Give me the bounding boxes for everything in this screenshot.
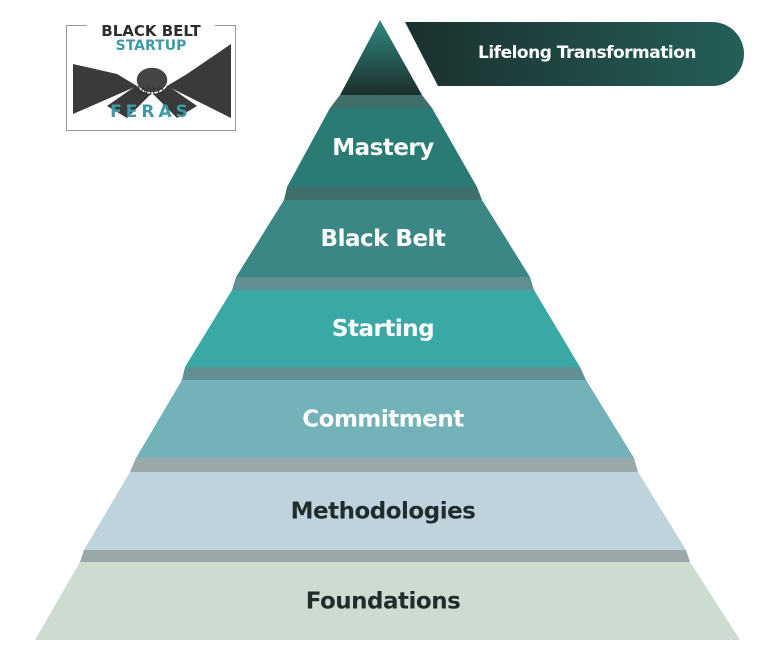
pyramid-layer-commitment	[136, 380, 634, 458]
layer-label: Methodologies	[291, 499, 476, 525]
lifelong-transformation-banner	[405, 22, 744, 86]
logo-title-line4: FERAS	[110, 102, 192, 122]
banner-label: Lifelong Transformation	[478, 43, 696, 63]
logo-title-line2: STARTUP	[115, 38, 187, 54]
layer-label: Mastery	[332, 135, 434, 161]
layer-shadow	[130, 458, 638, 472]
layer-label: Commitment	[302, 407, 464, 433]
pyramid-layer-foundations	[35, 562, 740, 640]
pyramid-layer-mastery	[287, 108, 477, 187]
layer-label: Starting	[332, 316, 434, 342]
layer-label: Foundations	[306, 589, 461, 615]
pyramid-layer-black-belt	[236, 200, 530, 277]
pyramid-apex	[340, 20, 422, 95]
layer-shadow	[330, 95, 432, 108]
logo-title-line3: With	[137, 84, 165, 98]
layer-shadow	[80, 550, 690, 562]
black-belt-startup-logo: BLACK BELT STARTUP With FERAS	[66, 22, 236, 131]
belt-knot-icon	[73, 44, 231, 118]
layer-shadow	[182, 367, 586, 380]
logo-title-line1: BLACK BELT	[87, 22, 215, 40]
pyramid-layer-starting	[185, 290, 580, 367]
layer-shadow	[284, 187, 482, 200]
layer-label: Black Belt	[321, 226, 446, 252]
layer-shadow	[232, 277, 534, 290]
pyramid-layer-methodologies	[84, 472, 686, 550]
